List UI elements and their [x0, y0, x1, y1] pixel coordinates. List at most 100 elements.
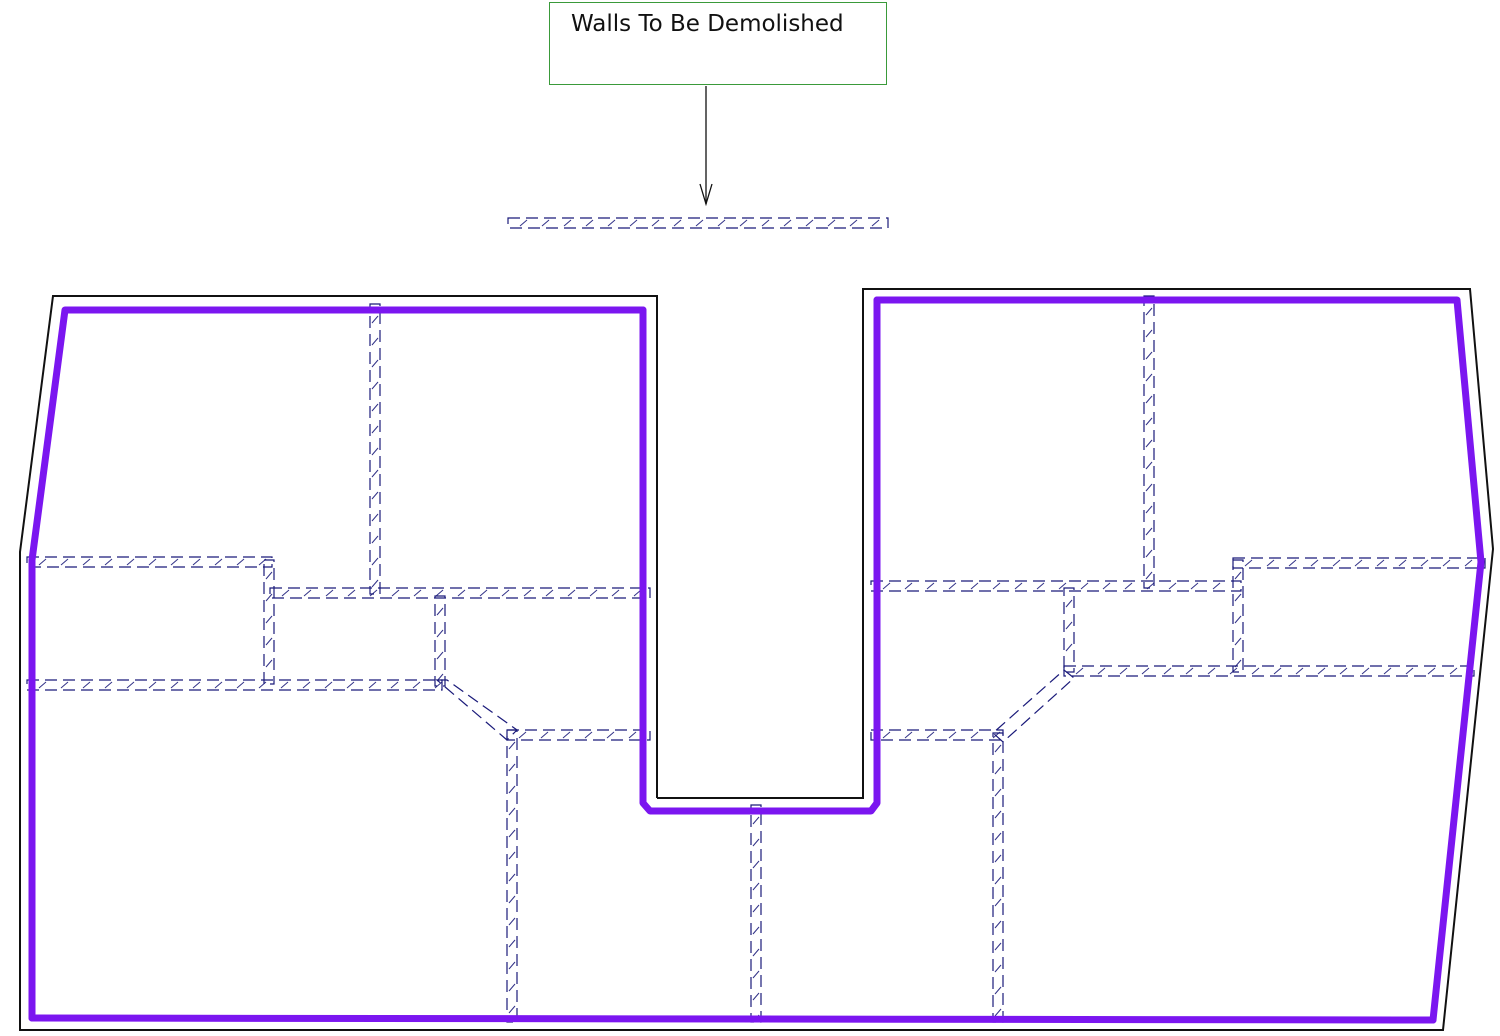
hatch-mark	[1097, 667, 1106, 675]
annotation-box: Walls To Be Demolished	[549, 2, 887, 85]
new-wall-bottom	[28, 1014, 1437, 1024]
hatch-mark	[518, 731, 527, 739]
hatch-mark	[994, 766, 1002, 775]
existing-wall-left-block	[19, 288, 1495, 1031]
demolish-wall-left-vertical-2	[263, 559, 275, 685]
hatch-mark	[1145, 505, 1153, 514]
hatch-mark	[584, 731, 593, 739]
hatch-mark	[265, 593, 273, 602]
hatch-mark	[265, 615, 273, 624]
hatch-mark	[508, 741, 516, 750]
hatch-mark	[611, 589, 620, 597]
hatch-mark	[651, 219, 660, 227]
hatch-mark	[346, 681, 355, 689]
hatch-mark	[371, 491, 379, 500]
hatch-mark	[970, 582, 979, 590]
hatch-mark	[827, 219, 836, 227]
demolish-wall-right-horizontal-3	[1063, 665, 1475, 677]
hatch-mark	[1145, 373, 1153, 382]
demolish-wall-left-vertical-1	[369, 303, 381, 595]
hatch-mark	[325, 589, 334, 597]
hatch-mark	[126, 681, 135, 689]
hatch-mark	[126, 558, 135, 566]
hatch-mark	[1234, 615, 1242, 624]
hatch-mark	[1036, 582, 1045, 590]
hatch-mark	[434, 681, 443, 689]
demolish-wall-top	[507, 217, 889, 229]
hatch-mark	[391, 589, 400, 597]
hatch-mark	[371, 425, 379, 434]
hatch-mark	[371, 337, 379, 346]
hatch-mark	[508, 763, 516, 772]
hatch-mark	[214, 558, 223, 566]
hatch-mark	[783, 219, 792, 227]
hatch-mark	[1145, 571, 1153, 580]
hatch-mark	[436, 629, 444, 638]
demolish-wall-left-vertical-3	[434, 595, 446, 687]
hatch-mark	[265, 571, 273, 580]
hatch-mark	[60, 681, 69, 689]
hatch-mark	[1014, 582, 1023, 590]
hatch-mark	[994, 986, 1002, 995]
hatch-mark	[214, 681, 223, 689]
hatch-mark	[992, 731, 1001, 739]
hatch-mark	[1376, 559, 1385, 567]
demolish-wall-center-vertical	[750, 804, 762, 1023]
hatch-mark	[1234, 571, 1242, 580]
hatch-mark	[673, 219, 682, 227]
hatch-mark	[1234, 593, 1242, 602]
hatch-mark	[904, 582, 913, 590]
hatch-mark	[1145, 527, 1153, 536]
hatch-mark	[371, 447, 379, 456]
hatch-mark	[1251, 667, 1260, 675]
hatch-mark	[368, 681, 377, 689]
hatch-mark	[104, 681, 113, 689]
hatch-mark	[508, 939, 516, 948]
hatch-mark	[1102, 582, 1111, 590]
hatch-mark	[1065, 621, 1073, 630]
demolish-wall-left-horizontal-4	[506, 729, 651, 741]
new-wall-left-block	[28, 306, 647, 1022]
hatch-mark	[1145, 417, 1153, 426]
hatch-mark	[436, 673, 444, 682]
hatch-mark	[540, 731, 549, 739]
hatch-mark	[871, 219, 880, 227]
hatch-mark	[38, 681, 47, 689]
hatch-mark	[82, 558, 91, 566]
hatch-mark	[628, 731, 637, 739]
hatch-mark	[1317, 667, 1326, 675]
demolish-wall-left-vertical-4	[506, 729, 518, 1023]
hatch-mark	[585, 219, 594, 227]
demolish-wall-left-horizontal-2	[269, 587, 651, 599]
demolish-hatching	[38, 219, 1473, 1023]
hatch-mark	[752, 904, 760, 913]
hatch-mark	[1145, 549, 1153, 558]
hatch-mark	[148, 558, 157, 566]
hatch-mark	[994, 920, 1002, 929]
hatch-mark	[994, 898, 1002, 907]
hatch-mark	[606, 731, 615, 739]
hatch-mark	[589, 589, 598, 597]
demolish-wall-right-vertical-3	[1063, 587, 1075, 673]
hatch-mark	[882, 582, 891, 590]
hatch-mark	[970, 731, 979, 739]
hatch-mark	[104, 558, 113, 566]
hatch-mark	[1065, 643, 1073, 652]
hatch-mark	[994, 788, 1002, 797]
demolish-wall-right-horizontal-1	[870, 580, 1242, 592]
hatch-mark	[994, 854, 1002, 863]
hatch-mark	[371, 557, 379, 566]
hatch-mark	[1058, 582, 1067, 590]
hatch-mark	[1124, 582, 1133, 590]
hatch-mark	[436, 651, 444, 660]
hatch-mark	[508, 1005, 516, 1014]
hatch-mark	[1405, 667, 1414, 675]
hatch-mark	[739, 219, 748, 227]
hatch-mark	[38, 558, 47, 566]
hatch-mark	[508, 851, 516, 860]
hatch-mark	[265, 659, 273, 668]
hatch-mark	[1332, 559, 1341, 567]
hatch-mark	[1145, 351, 1153, 360]
hatch-mark	[1163, 667, 1172, 675]
hatch-mark	[192, 681, 201, 689]
